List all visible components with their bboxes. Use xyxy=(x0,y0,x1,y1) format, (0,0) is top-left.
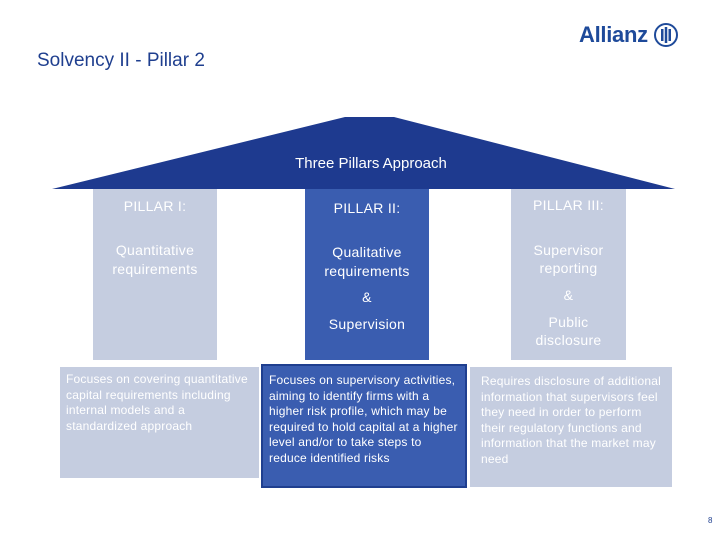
pillar-1-column: PILLAR I: Quantitative requirements xyxy=(93,189,217,360)
pillar-2-line-1: Qualitative xyxy=(332,244,402,260)
pillar-3-line-4: disclosure xyxy=(535,332,602,348)
pillar-2-column: PILLAR II: Qualitative requirements & Su… xyxy=(305,189,429,360)
allianz-eagle-icon xyxy=(653,23,678,47)
pillar-3-line-3: Public xyxy=(548,314,589,330)
roof-shape xyxy=(52,117,675,189)
pillar-3-column: PILLAR III: Supervisor reporting & Publi… xyxy=(511,189,626,360)
pillar-3-heading: PILLAR III: xyxy=(533,197,604,213)
pillar-1-heading: PILLAR I: xyxy=(123,198,187,214)
pillar-3-description: Requires disclosure of additional inform… xyxy=(470,367,672,487)
pillar-3-line-1: Supervisor xyxy=(533,242,604,258)
pillar-3-line-2: reporting xyxy=(539,260,598,276)
pillar-1-line-2: requirements xyxy=(112,261,198,277)
allianz-logo: Allianz xyxy=(579,20,678,50)
pillar-2-heading: PILLAR II: xyxy=(333,200,401,216)
pillar-3-ampersand: & xyxy=(563,287,574,303)
pillar-2-ampersand: & xyxy=(362,289,372,305)
pillar-2-line-3: Supervision xyxy=(328,316,406,332)
logo-wordmark: Allianz xyxy=(579,22,648,47)
pillar-2-line-2: requirements xyxy=(324,263,410,279)
pillar-1-description: Focuses on covering quantitative capital… xyxy=(60,367,259,478)
pillar-1-line-1: Quantitative xyxy=(115,242,195,258)
page-title: Solvency II - Pillar 2 xyxy=(37,50,205,71)
page-number: 8 xyxy=(708,516,713,525)
roof-label: Three Pillars Approach xyxy=(295,155,447,172)
pillar-2-description: Focuses on supervisory activities, aimin… xyxy=(261,364,467,488)
